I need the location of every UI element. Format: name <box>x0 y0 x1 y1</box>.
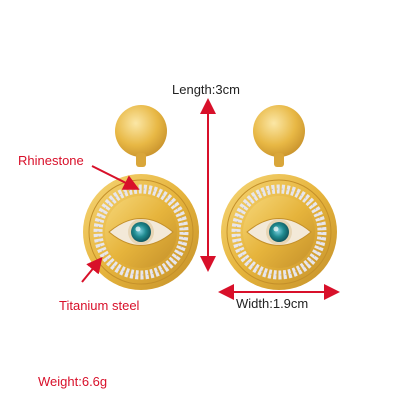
left-eye-gem <box>131 222 151 242</box>
titanium-steel-label: Titanium steel <box>59 298 140 313</box>
right-eye-gem <box>269 222 289 242</box>
rhinestone-label: Rhinestone <box>18 153 84 168</box>
weight-label: Weight:6.6g <box>38 374 108 389</box>
left-earring-connector <box>136 153 146 167</box>
width-label: Width:1.9cm <box>236 296 309 311</box>
length-label: Length:3cm <box>172 82 240 97</box>
titanium-steel-pointer-arrow <box>81 256 103 283</box>
left-earring <box>83 105 199 290</box>
right-earring <box>221 105 337 290</box>
rhinestone-pointer-arrow <box>91 165 140 190</box>
left-earring-stud <box>115 105 167 157</box>
right-earring-stud <box>253 105 305 157</box>
right-earring-connector <box>274 153 284 167</box>
